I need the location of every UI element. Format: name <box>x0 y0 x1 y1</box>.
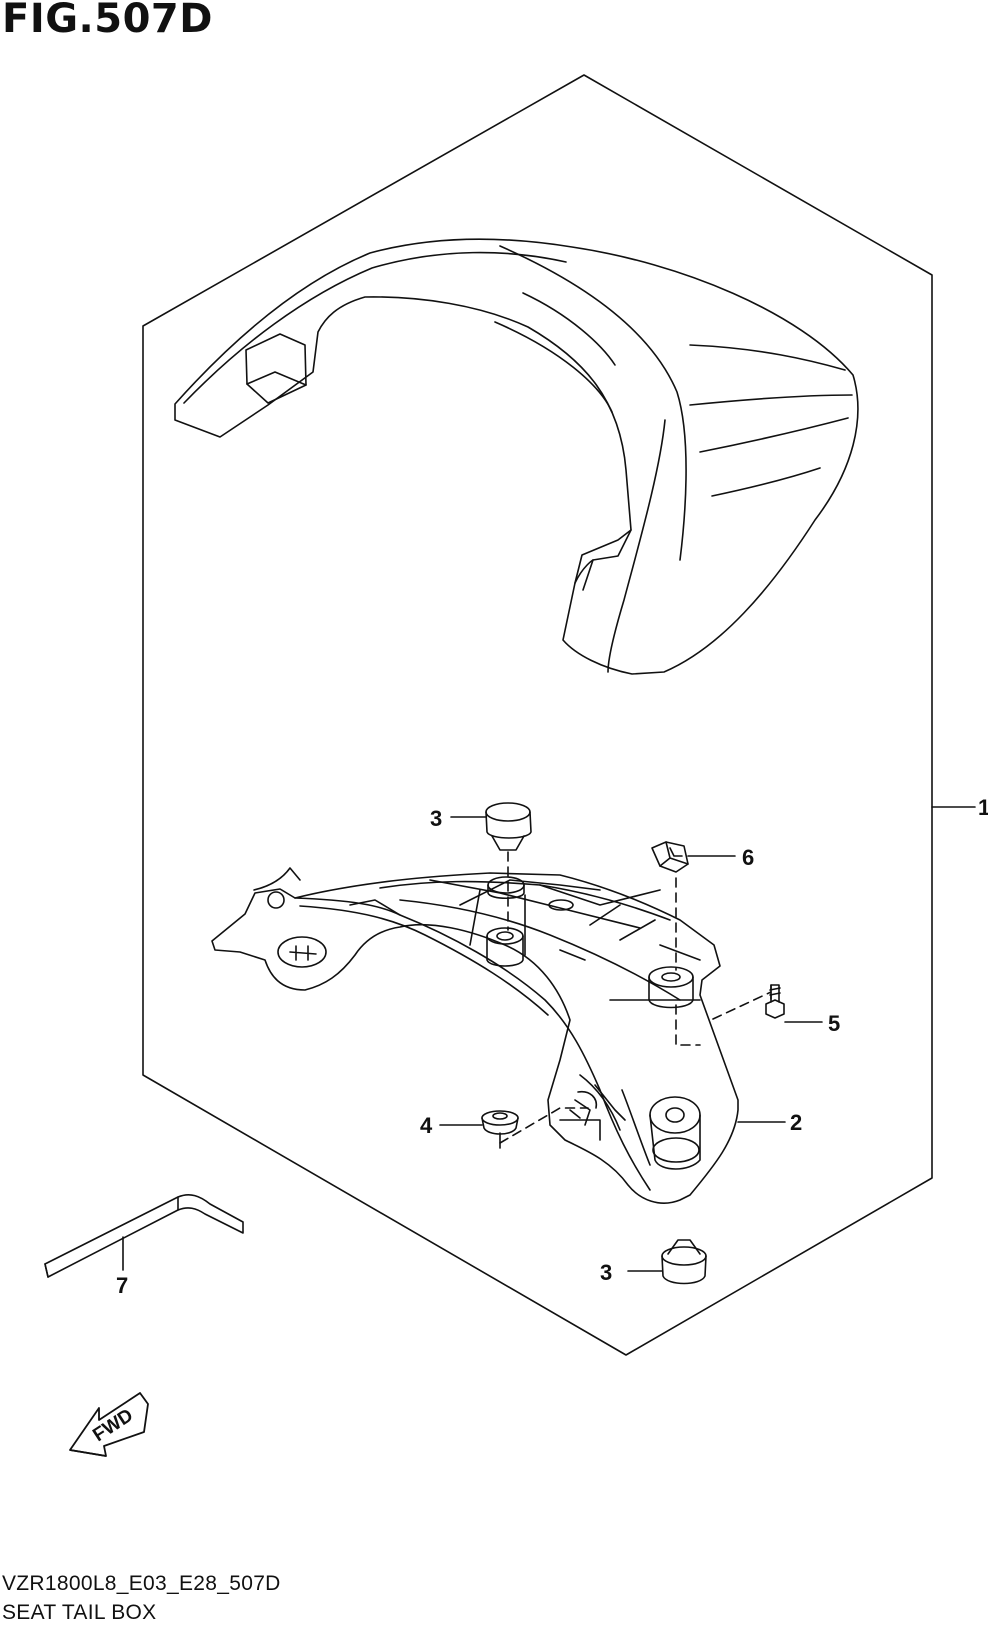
callout-1: 1 <box>978 795 988 820</box>
fwd-arrow-icon: FWD <box>69 1392 149 1457</box>
callout-4: 4 <box>420 1113 433 1138</box>
bolt <box>765 984 785 1019</box>
callout-5: 5 <box>828 1011 840 1036</box>
callout-3-lower: 3 <box>600 1260 612 1285</box>
figure-name: SEAT TAIL BOX <box>2 1601 157 1624</box>
assembly-outline <box>142 74 933 1356</box>
callout-2: 2 <box>790 1110 802 1135</box>
rear-bracket <box>211 867 739 1204</box>
clip-nut <box>651 841 689 873</box>
callout-7: 7 <box>116 1273 128 1298</box>
figure-title: FIG.507D <box>2 0 213 42</box>
leader-lines <box>122 806 976 1272</box>
rubber-cushion-lower <box>661 1239 707 1285</box>
figure-code: VZR1800L8_E03_E28_507D <box>2 1572 281 1595</box>
hex-key <box>44 1194 244 1278</box>
rubber-cushion-upper <box>485 802 532 851</box>
grommet <box>481 1110 519 1135</box>
callout-3-upper: 3 <box>430 806 442 831</box>
seat-tail-cover <box>174 238 859 675</box>
callout-6: 6 <box>742 845 754 870</box>
installation-guides <box>499 851 772 1144</box>
